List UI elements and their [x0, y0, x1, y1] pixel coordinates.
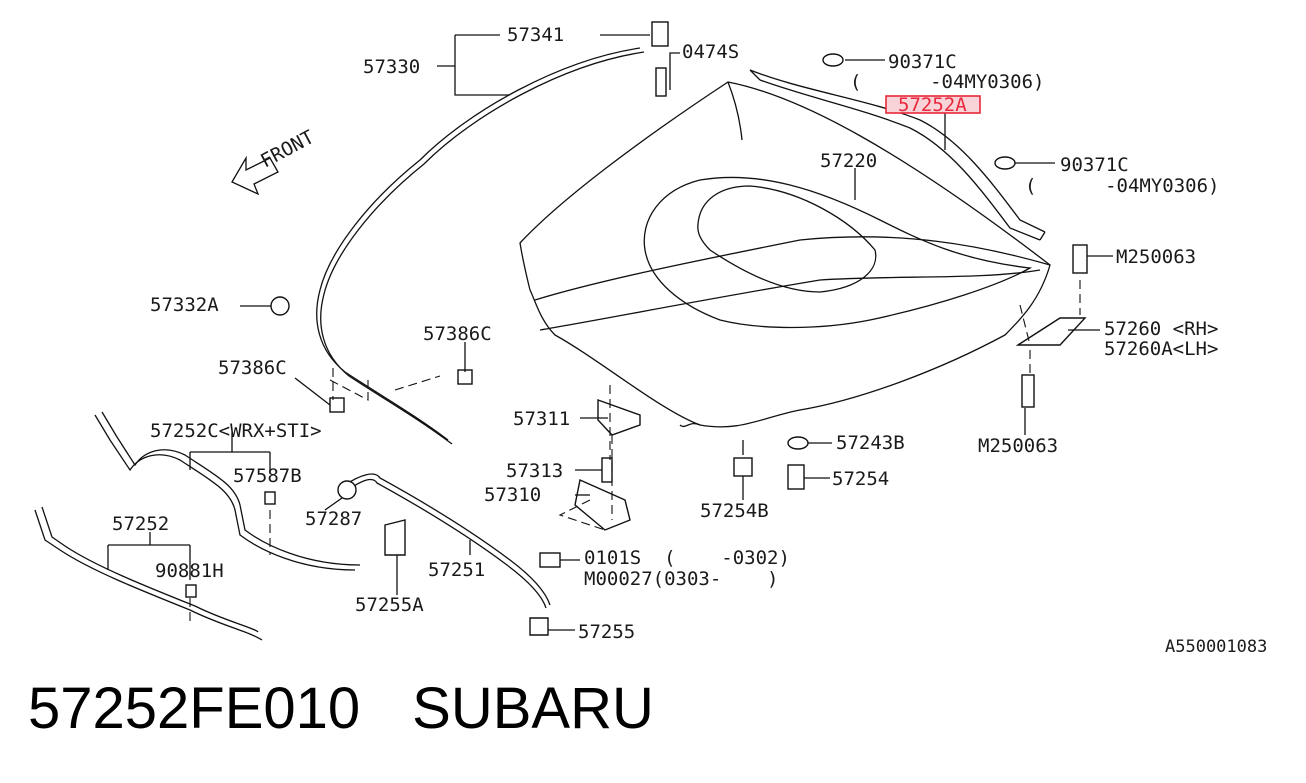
label-57254: 57254: [832, 468, 889, 490]
label-0101s: 0101S ( -0302): [584, 547, 790, 569]
highlight-box-57252a: [885, 95, 981, 114]
label-90371c-top-range: ( -04MY0306): [850, 71, 1044, 93]
label-57386c-left: 57386C: [218, 357, 287, 379]
bolt-m250063-top: [1072, 244, 1088, 274]
label-57310: 57310: [484, 484, 541, 506]
label-57332a: 57332A: [150, 294, 219, 316]
molding-57252: [34, 506, 263, 641]
cushion-57254: [787, 464, 805, 490]
label-90881h: 90881H: [155, 560, 224, 582]
label-57220: 57220: [820, 150, 877, 172]
label-diagram-id: A550001083: [1165, 637, 1267, 657]
dashed-leaders: [189, 280, 1081, 625]
label-57254b: 57254B: [700, 500, 769, 522]
label-57252c: 57252C<WRX+STI>: [150, 420, 322, 442]
stopper-90371c-mid: [994, 156, 1016, 170]
latch-57341: [651, 21, 669, 47]
callout-lines: [107, 34, 1113, 631]
label-m250063-bottom: M250063: [978, 435, 1058, 457]
label-57313: 57313: [506, 460, 563, 482]
hood-hinge-57310: [574, 479, 631, 531]
clip-57386c-right: [457, 369, 473, 385]
weatherstrip-57252a: [749, 69, 1046, 241]
molding-57252c: [94, 411, 361, 571]
label-m00027: M00027(0303- ): [584, 568, 778, 590]
footer-brand: SUBARU: [412, 676, 654, 741]
label-57243b: 57243B: [836, 432, 905, 454]
label-57252: 57252: [112, 513, 169, 535]
front-arrow-icon: [231, 155, 279, 196]
stopper-90371c-top: [822, 53, 844, 67]
label-57255a: 57255A: [355, 594, 424, 616]
support-rod-57251: [344, 473, 551, 609]
label-m250063-top: M250063: [1116, 246, 1196, 268]
label-0474s: 0474S: [682, 41, 739, 63]
hood-panel: [519, 81, 1051, 428]
release-cable-57330: [316, 47, 645, 445]
label-57260-rh: 57260 <RH>: [1104, 318, 1218, 340]
label-57287: 57287: [305, 508, 362, 530]
clip-57386c-left: [329, 397, 345, 413]
bolt-0101s: [539, 552, 561, 568]
clip-57255a: [384, 519, 406, 556]
label-57330: 57330: [363, 56, 420, 78]
grommet-57332a: [270, 296, 290, 316]
label-90371c-mid: 90371C: [1060, 154, 1129, 176]
bracket-57260: [1015, 317, 1087, 346]
label-57386c-right: 57386C: [423, 323, 492, 345]
bolt-m250063-bottom: [1021, 374, 1035, 408]
hood-bracket-57311: [597, 399, 641, 436]
label-57587b: 57587B: [233, 465, 302, 487]
label-front: FRONT: [257, 126, 318, 172]
bolt-57313: [601, 457, 613, 483]
clip-57255: [529, 617, 549, 636]
label-57251: 57251: [428, 559, 485, 581]
parts-diagram: 57341 57330 0474S 90371C ( -04MY0306) 57…: [34, 21, 1267, 657]
label-57260a-lh: 57260A<LH>: [1104, 338, 1218, 360]
label-57252a: 57252A: [898, 94, 967, 116]
label-57311: 57311: [513, 408, 570, 430]
label-90371c-top: 90371C: [888, 51, 957, 73]
cushion-57254b: [733, 457, 753, 477]
bolt-0474s: [655, 67, 667, 97]
clip-57587b: [264, 491, 276, 505]
bumper-57287: [337, 480, 357, 500]
clip-90881h: [185, 584, 197, 598]
washer-57243b: [787, 436, 809, 450]
label-57341: 57341: [507, 24, 564, 46]
footer-part-number: 57252FE010: [28, 676, 361, 741]
label-57255: 57255: [578, 621, 635, 643]
label-90371c-mid-range: ( -04MY0306): [1025, 175, 1219, 197]
